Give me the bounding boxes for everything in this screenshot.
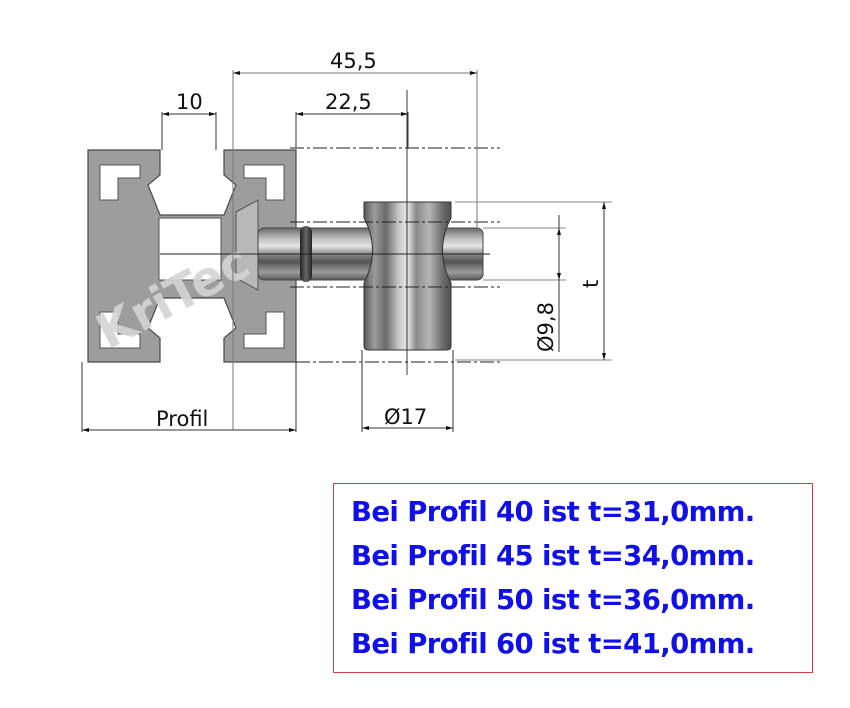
note-line-profil-40: Bei Profil 40 ist t=31,0mm. — [351, 496, 755, 528]
dim-shaft-length: 22,5 — [325, 90, 372, 114]
note-line-profil-45: Bei Profil 45 ist t=34,0mm. — [351, 540, 755, 572]
note-line-profil-50: Bei Profil 50 ist t=36,0mm. — [351, 584, 755, 616]
connector-barrel — [363, 201, 452, 351]
dimension-lines — [81, 70, 612, 432]
dim-bore-diameter: Ø9,8 — [534, 302, 558, 352]
center-lines — [160, 90, 500, 375]
dim-overall-length: 45,5 — [330, 49, 377, 73]
arrowheads — [82, 71, 606, 432]
dim-profile-width: Profil — [156, 407, 208, 431]
dim-slot-width: 10 — [176, 90, 203, 114]
profile-height-note: Bei Profil 40 ist t=31,0mm. Bei Profil 4… — [333, 483, 813, 673]
dim-outer-diameter: Ø17 — [384, 405, 427, 429]
dim-height-t: t — [579, 280, 603, 288]
note-line-profil-60: Bei Profil 60 ist t=41,0mm. — [351, 628, 755, 660]
aluminium-profile — [87, 149, 297, 363]
